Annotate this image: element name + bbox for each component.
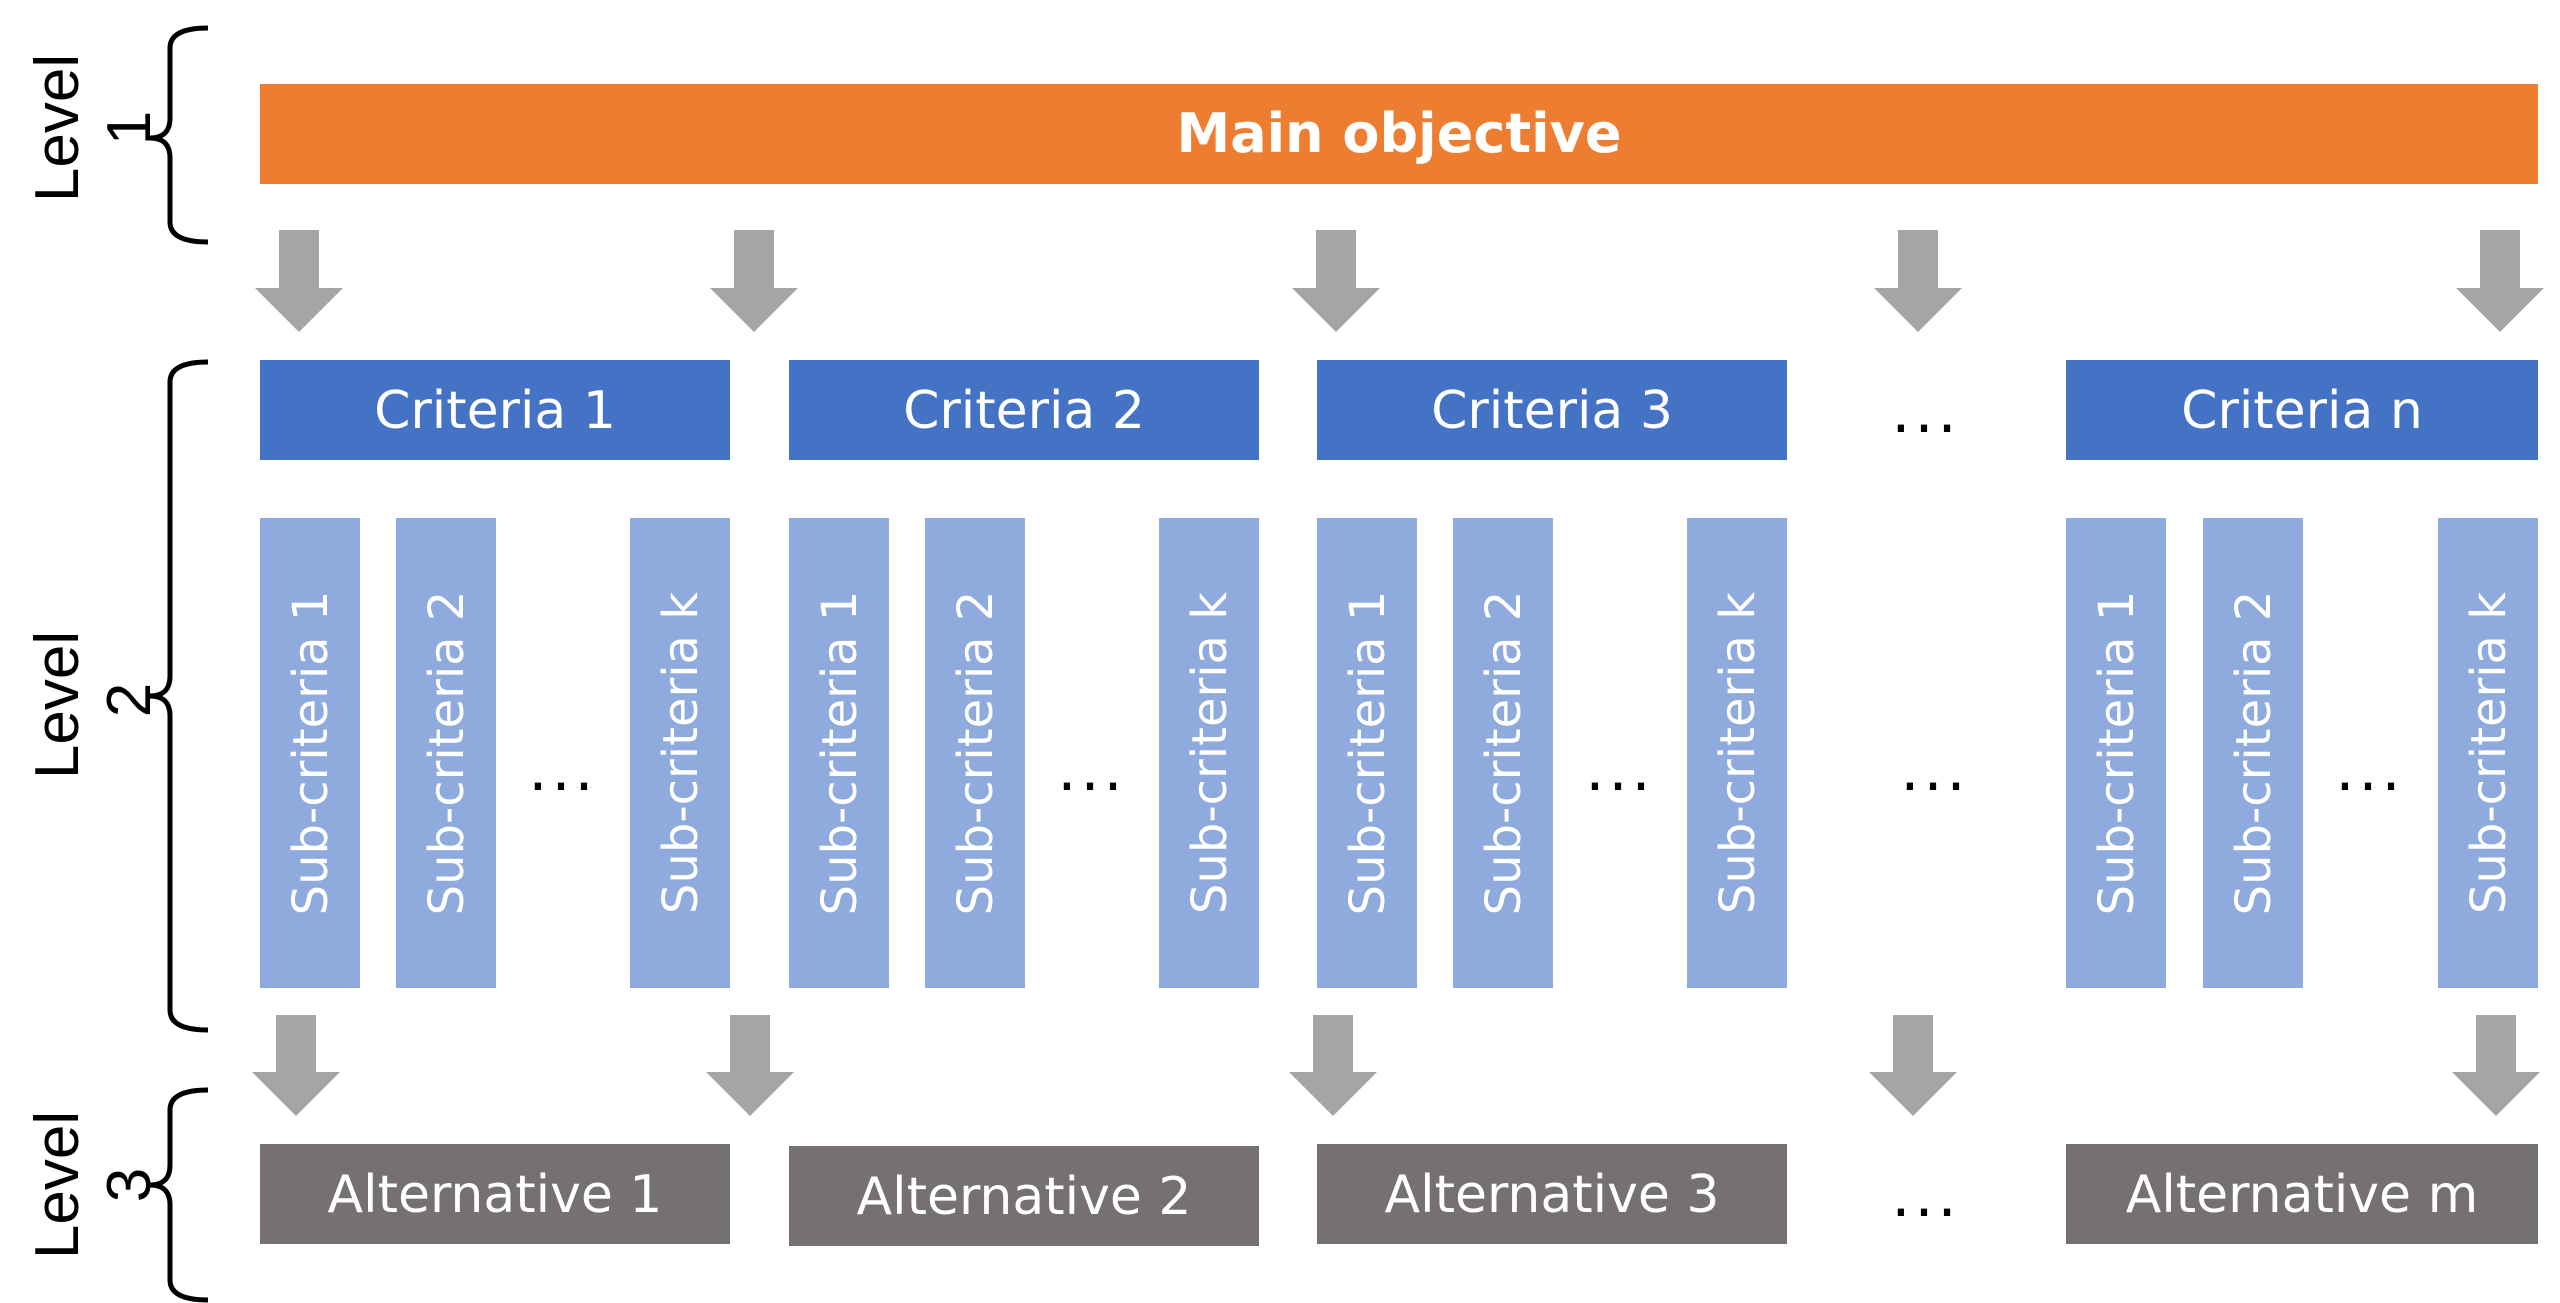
criteria-item: Criteria n xyxy=(2066,360,2538,460)
alternative-label: Alternative 3 xyxy=(1385,1165,1720,1225)
alternative-box xyxy=(1317,1144,1787,1244)
sub-criteria-ellipsis: ... xyxy=(528,735,597,805)
sub-criteria-box xyxy=(2066,518,2166,988)
sub-criteria-group: Sub-criteria 1 Sub-criteria 2 ... Sub-cr… xyxy=(2066,518,2538,988)
sub-criteria-box xyxy=(2438,518,2538,988)
level-3-number: 3 xyxy=(95,1168,164,1202)
criteria-box xyxy=(1317,360,1787,460)
arrow-down xyxy=(1289,1015,1377,1116)
criteria-label: Criteria 3 xyxy=(1431,381,1673,441)
sub-criteria-box xyxy=(2203,518,2303,988)
sub-criteria-label: Sub-criteria 2 xyxy=(948,591,1004,916)
alternative-label: Alternative 2 xyxy=(857,1167,1192,1227)
sub-criteria-ellipsis: ... xyxy=(2335,735,2404,805)
sub-criteria-label: Sub-criteria 1 xyxy=(2089,591,2145,916)
alternative-item: Alternative 1 xyxy=(260,1144,730,1244)
criteria-item: Criteria 3 xyxy=(1317,360,1787,460)
alternative-item: Alternative 3 xyxy=(1317,1144,1787,1244)
level-2-label: Level xyxy=(23,631,92,779)
sub-criteria-group: Sub-criteria 1 Sub-criteria 2 ... Sub-cr… xyxy=(260,518,730,988)
sub-criteria-box xyxy=(789,518,889,988)
level-labels: Level 1 Level 2 Level 3 xyxy=(23,54,164,1259)
main-objective-box xyxy=(260,84,2538,184)
sub-criteria-box xyxy=(630,518,730,988)
sub-criteria-area: Sub-criteria 1 Sub-criteria 2 ... Sub-cr… xyxy=(260,518,2538,988)
level-3-brace xyxy=(149,1087,209,1303)
arrow-down xyxy=(710,230,798,332)
sub-criteria-ellipsis: ... xyxy=(1585,735,1654,805)
criteria-ellipsis: ... xyxy=(1891,377,1960,447)
arrow-down xyxy=(1874,230,1962,332)
sub-criteria-label: Sub-criteria k xyxy=(1182,592,1238,914)
sub-criteria-box xyxy=(260,518,360,988)
arrow-down xyxy=(252,1015,340,1116)
sub-criteria-gap-ellipsis: ... xyxy=(1900,735,1969,805)
alternative-item: Alternative m xyxy=(2066,1144,2538,1244)
sub-criteria-label: Sub-criteria k xyxy=(1710,592,1766,914)
alternative-label: Alternative 1 xyxy=(328,1165,663,1225)
sub-criteria-box xyxy=(1453,518,1553,988)
level-2-number: 2 xyxy=(95,683,164,717)
sub-criteria-box xyxy=(1159,518,1259,988)
sub-criteria-label: Sub-criteria k xyxy=(2461,592,2517,914)
sub-criteria-box xyxy=(1687,518,1787,988)
alternative-box xyxy=(789,1146,1259,1246)
sub-criteria-group: Sub-criteria 1 Sub-criteria 2 ... Sub-cr… xyxy=(789,518,1259,988)
alternative-box xyxy=(260,1144,730,1244)
sub-criteria-label: Sub-criteria 1 xyxy=(812,591,868,916)
level-1-brace xyxy=(149,25,209,245)
criteria-box xyxy=(789,360,1259,460)
criteria-label: Criteria n xyxy=(2181,381,2423,441)
criteria-item: Criteria 2 xyxy=(789,360,1259,460)
criteria-label: Criteria 2 xyxy=(903,381,1145,441)
arrow-down xyxy=(706,1015,794,1116)
sub-criteria-box xyxy=(925,518,1025,988)
sub-criteria-label: Sub-criteria 1 xyxy=(283,591,339,916)
sub-criteria-group: Sub-criteria 1 Sub-criteria 2 ... Sub-cr… xyxy=(1317,518,1787,988)
alternatives-ellipsis: ... xyxy=(1891,1161,1960,1231)
sub-criteria-ellipsis: ... xyxy=(1057,735,1126,805)
level-3-label: Level xyxy=(23,1111,92,1259)
sub-criteria-box xyxy=(1317,518,1417,988)
criteria-box xyxy=(2066,360,2538,460)
arrows-criteria-to-alternatives xyxy=(252,1015,2540,1116)
arrow-down xyxy=(2456,230,2544,332)
main-objective-label: Main objective xyxy=(1177,102,1622,165)
sub-criteria-label: Sub-criteria k xyxy=(653,592,709,914)
alternative-item: Alternative 2 xyxy=(789,1146,1259,1246)
level-1-label: Level xyxy=(23,54,92,202)
arrows-main-to-criteria xyxy=(255,230,2544,332)
sub-criteria-box xyxy=(396,518,496,988)
alternatives-row: Alternative 1 Alternative 2 Alternative … xyxy=(260,1144,2538,1246)
alternative-label: Alternative m xyxy=(2126,1165,2478,1225)
arrow-down xyxy=(1869,1015,1957,1116)
sub-criteria-label: Sub-criteria 2 xyxy=(1476,591,1532,916)
criteria-box xyxy=(260,360,730,460)
sub-criteria-label: Sub-criteria 1 xyxy=(1340,591,1396,916)
level-braces xyxy=(149,25,209,1303)
sub-criteria-label: Sub-criteria 2 xyxy=(2226,591,2282,916)
arrow-down xyxy=(255,230,343,332)
level-2-brace xyxy=(149,359,209,1033)
arrow-down xyxy=(1292,230,1380,332)
alternative-box xyxy=(2066,1144,2538,1244)
criteria-item: Criteria 1 xyxy=(260,360,730,460)
arrow-down xyxy=(2452,1015,2540,1116)
criteria-row: Criteria 1 Criteria 2 Criteria 3 ... Cri… xyxy=(260,360,2538,460)
sub-criteria-label: Sub-criteria 2 xyxy=(419,591,475,916)
level-1-number: 1 xyxy=(95,111,164,145)
criteria-label: Criteria 1 xyxy=(374,381,616,441)
main-objective: Main objective xyxy=(260,84,2538,184)
